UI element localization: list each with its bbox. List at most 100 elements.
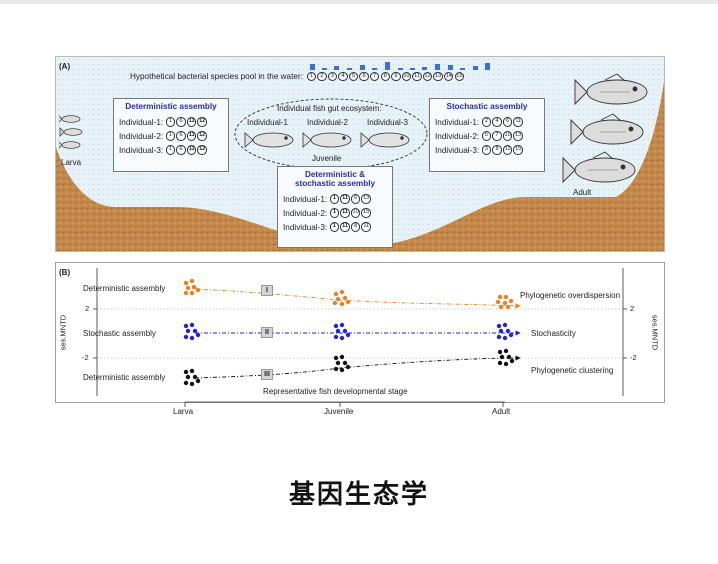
species-circle: 7 <box>370 72 380 82</box>
stochastic-row: Individual-3: 3 8 11 15 <box>435 143 539 157</box>
developmental-stage-chart <box>55 262 665 407</box>
species-circle: 1 <box>165 131 176 141</box>
species-circle: 1 <box>306 72 316 82</box>
y-tick-label-minus2-right: -2 <box>630 353 637 362</box>
stage-marker-III: III <box>261 369 273 380</box>
species-circle: 7 <box>492 131 502 141</box>
individual-label: Individual-1: <box>283 194 328 204</box>
y-tick-label-2-right: 2 <box>630 304 635 313</box>
individual-label: Individual-1: <box>435 117 480 127</box>
x-tick-label-larva: Larva <box>173 407 194 416</box>
y-tick-label-2: 2 <box>85 304 90 313</box>
species-circle: 15 <box>513 145 523 155</box>
deterministic-row: Individual-3: 1 6 11 12 <box>119 143 223 157</box>
x-tick-label-juvenile: Juvenile <box>324 407 354 416</box>
species-circle: 1 <box>329 208 340 218</box>
species-circle: 12 <box>197 117 207 127</box>
species-circle: 10 <box>350 208 361 218</box>
species-circle: 4 <box>492 117 502 127</box>
adult-label: Adult <box>573 188 592 197</box>
individual-label: Individual-2: <box>119 131 164 141</box>
species-circle: 12 <box>197 145 207 155</box>
species-circle: 1 <box>165 145 176 155</box>
species-circle: 4 <box>338 72 348 82</box>
larva-label: Larva <box>61 158 82 167</box>
y-axis-label-right: ses.MNTD <box>650 314 660 351</box>
species-circle: 11 <box>361 222 371 232</box>
deterministic-assembly-box: Deterministic assembly Individual-1: 1 6… <box>113 98 229 172</box>
panel-b: (B) Deterministic assembly Stochastic as… <box>55 262 665 422</box>
species-circle: 15 <box>361 208 371 218</box>
orange-dot-clusters <box>183 278 514 310</box>
juvenile-fish-icons <box>244 132 410 148</box>
species-circle: 11 <box>340 222 350 232</box>
panel-a-label: (A) <box>59 62 71 71</box>
clustering-trend <box>194 355 521 379</box>
gut-ecosystem-ellipse <box>234 98 428 170</box>
individual-label: Individual-3: <box>283 222 328 232</box>
top-border <box>0 0 718 4</box>
species-circle: 5 <box>481 131 492 141</box>
overdispersion-trend <box>194 288 521 309</box>
species-circle: 6 <box>176 131 186 141</box>
stochastic-assembly-box: Stochastic assembly Individual-1: 2 4 6 … <box>429 98 545 172</box>
panel-b-label: (B) <box>59 268 71 277</box>
species-circle: 11 <box>186 131 197 141</box>
x-tick-label-adult: Adult <box>492 407 511 416</box>
blue-dot-clusters <box>183 322 514 341</box>
species-circle: 10 <box>502 131 513 141</box>
y-tick-label-minus2: -2 <box>82 353 89 362</box>
species-circle: 5 <box>348 72 359 82</box>
stage-marker-I: I <box>261 285 273 296</box>
juvenile-label: Juvenile <box>312 154 342 163</box>
black-dot-clusters <box>183 348 515 387</box>
deterministic-row: Individual-2: 1 6 11 12 <box>119 129 223 143</box>
species-circle: 11 <box>340 208 350 218</box>
y-axis-label-left: ses.MNTD <box>58 314 68 351</box>
right-label-clustering: Phylogenetic clustering <box>531 366 614 375</box>
species-circle: 10 <box>401 72 412 82</box>
species-abundance-bars <box>310 62 490 70</box>
species-circle: 12 <box>422 72 433 82</box>
caption-title: 基因生态学 <box>288 480 429 510</box>
individual-label: Individual-1: <box>119 117 164 127</box>
species-circle: 13 <box>513 131 523 141</box>
ecosystem-title: Individual fish gut ecosystem: <box>277 104 382 113</box>
species-circle: 11 <box>340 194 350 204</box>
species-circle: 14 <box>444 72 454 82</box>
stage-marker-II: II <box>261 327 273 338</box>
species-circle: 11 <box>502 145 513 155</box>
ecosystem-individual-3: Individual-3 <box>367 118 408 127</box>
species-circle: 2 <box>481 117 492 127</box>
row-label-stochastic: Stochastic assembly <box>83 329 156 338</box>
species-circle: 2 <box>317 72 327 82</box>
row-label-deterministic-bottom: Deterministic assembly <box>83 373 166 382</box>
species-circle: 3 <box>481 145 492 155</box>
species-circle: 8 <box>492 145 502 155</box>
species-circle: 1 <box>329 194 340 204</box>
individual-label: Individual-2: <box>283 208 328 218</box>
mixed-title-line2: stochastic assembly <box>294 179 376 189</box>
panel-a: (A) Hypothetical bacterial species pool … <box>55 56 665 252</box>
species-circle: 1 <box>165 117 176 127</box>
species-circle: 11 <box>186 117 197 127</box>
stage-axis-title: Representative fish developmental stage <box>263 387 408 396</box>
individual-label: Individual-3: <box>119 145 164 155</box>
species-circle: 13 <box>433 72 443 82</box>
species-circle: 6 <box>176 117 186 127</box>
stochastic-title: Stochastic assembly <box>446 102 528 111</box>
mixed-row: Individual-1: 1 11 6 13 <box>283 192 387 206</box>
individual-label: Individual-2: <box>435 131 480 141</box>
species-circle: 8 <box>350 222 361 232</box>
deterministic-row: Individual-1: 1 6 11 12 <box>119 115 223 129</box>
species-circle: 1 <box>329 222 340 232</box>
species-circle: 6 <box>359 72 369 82</box>
species-circle: 8 <box>380 72 390 82</box>
species-circle: 11 <box>412 72 422 82</box>
mixed-title-line1: Deterministic & <box>304 170 366 179</box>
species-circle: 9 <box>391 72 401 82</box>
right-label-stochasticity: Stochasticity <box>531 329 576 338</box>
species-circle: 6 <box>176 145 186 155</box>
adult-fish-icon <box>562 73 648 184</box>
species-circle: 15 <box>454 72 465 82</box>
